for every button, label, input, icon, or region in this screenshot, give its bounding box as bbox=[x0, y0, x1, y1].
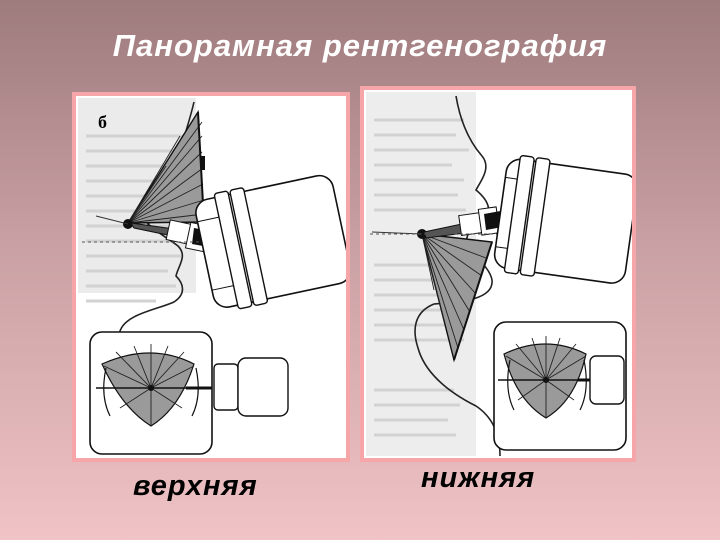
caption-lower: нижняя bbox=[421, 462, 536, 494]
slide-title: Панорамная рентгенография bbox=[112, 28, 608, 63]
figure-label: б bbox=[98, 112, 107, 132]
upper-jaw-panel: б bbox=[72, 92, 350, 462]
upper-jaw-illustration: б bbox=[76, 96, 346, 458]
caption-upper: верхняя bbox=[133, 470, 258, 502]
lower-jaw-panel bbox=[360, 86, 636, 462]
lower-jaw-illustration bbox=[364, 90, 632, 458]
